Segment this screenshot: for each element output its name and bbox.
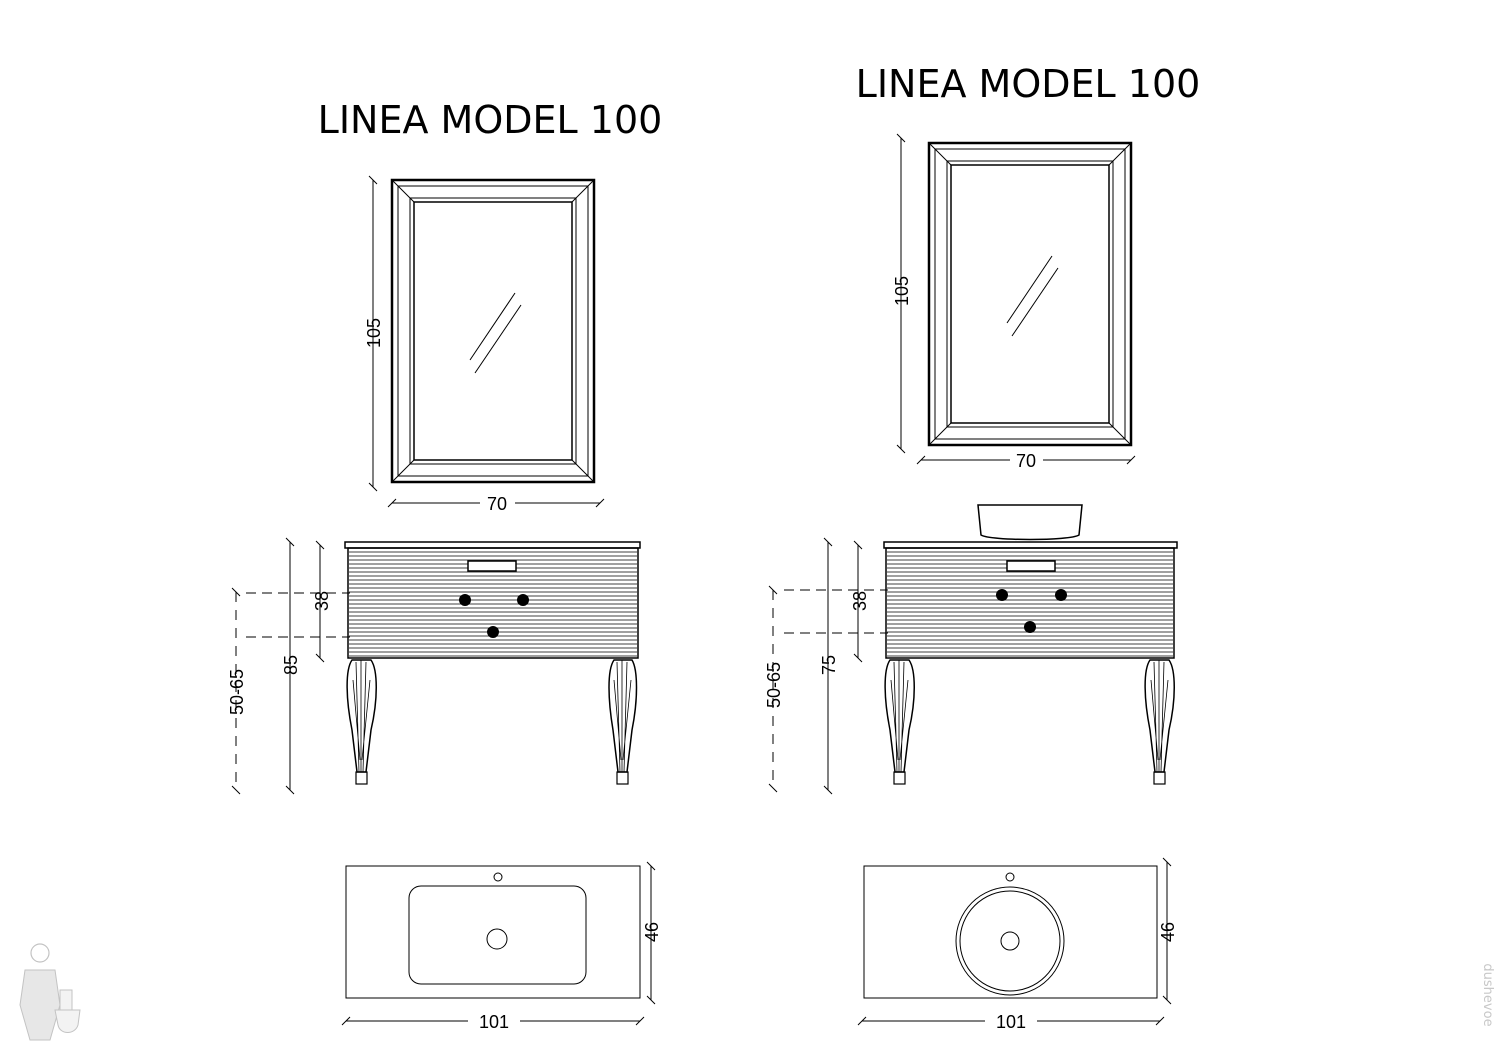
left-range: 50-65 (227, 669, 247, 715)
watermark: dushevoe (1480, 963, 1495, 1026)
right-hole (1024, 621, 1036, 633)
left-set: LINEA MODEL 100 105 70 (227, 98, 662, 1032)
left-cabinet (344, 541, 641, 785)
left-leg-right (608, 659, 638, 785)
left-total-height: 85 (281, 655, 301, 675)
right-mirror-height: 105 (892, 276, 912, 306)
right-mirror-width: 70 (1016, 451, 1036, 471)
left-title: LINEA MODEL 100 (318, 98, 663, 142)
right-hole (1055, 589, 1067, 601)
right-hole (996, 589, 1008, 601)
right-range: 50-65 (764, 662, 784, 708)
right-title: LINEA MODEL 100 (856, 62, 1201, 106)
right-total-height: 75 (819, 655, 839, 675)
right-mirror (927, 141, 1133, 447)
right-leg-right (1144, 659, 1175, 785)
right-top-depth: 46 (1158, 922, 1178, 942)
plumber-logo (19, 943, 81, 1041)
left-top-view (345, 865, 641, 999)
right-set: LINEA MODEL 100 105 70 (764, 62, 1200, 1032)
left-top-depth: 46 (642, 922, 662, 942)
right-drawer-handle (1006, 560, 1056, 572)
left-mirror-width: 70 (487, 494, 507, 514)
left-hole (459, 594, 471, 606)
left-hole (517, 594, 529, 606)
left-dim-38: 38 (312, 591, 332, 611)
left-mirror (390, 178, 596, 484)
left-hole (487, 626, 499, 638)
vessel-basin (977, 504, 1083, 541)
left-mirror-height: 105 (364, 318, 384, 348)
right-top-width: 101 (996, 1012, 1026, 1032)
left-drawer-handle (467, 560, 517, 572)
right-leg-left (884, 659, 915, 785)
right-top-view (863, 865, 1158, 999)
left-top-width: 101 (479, 1012, 509, 1032)
left-leg-left (346, 659, 377, 785)
right-cabinet (883, 504, 1178, 785)
left-cabinet-grooves (349, 551, 637, 657)
right-dim-38: 38 (850, 591, 870, 611)
